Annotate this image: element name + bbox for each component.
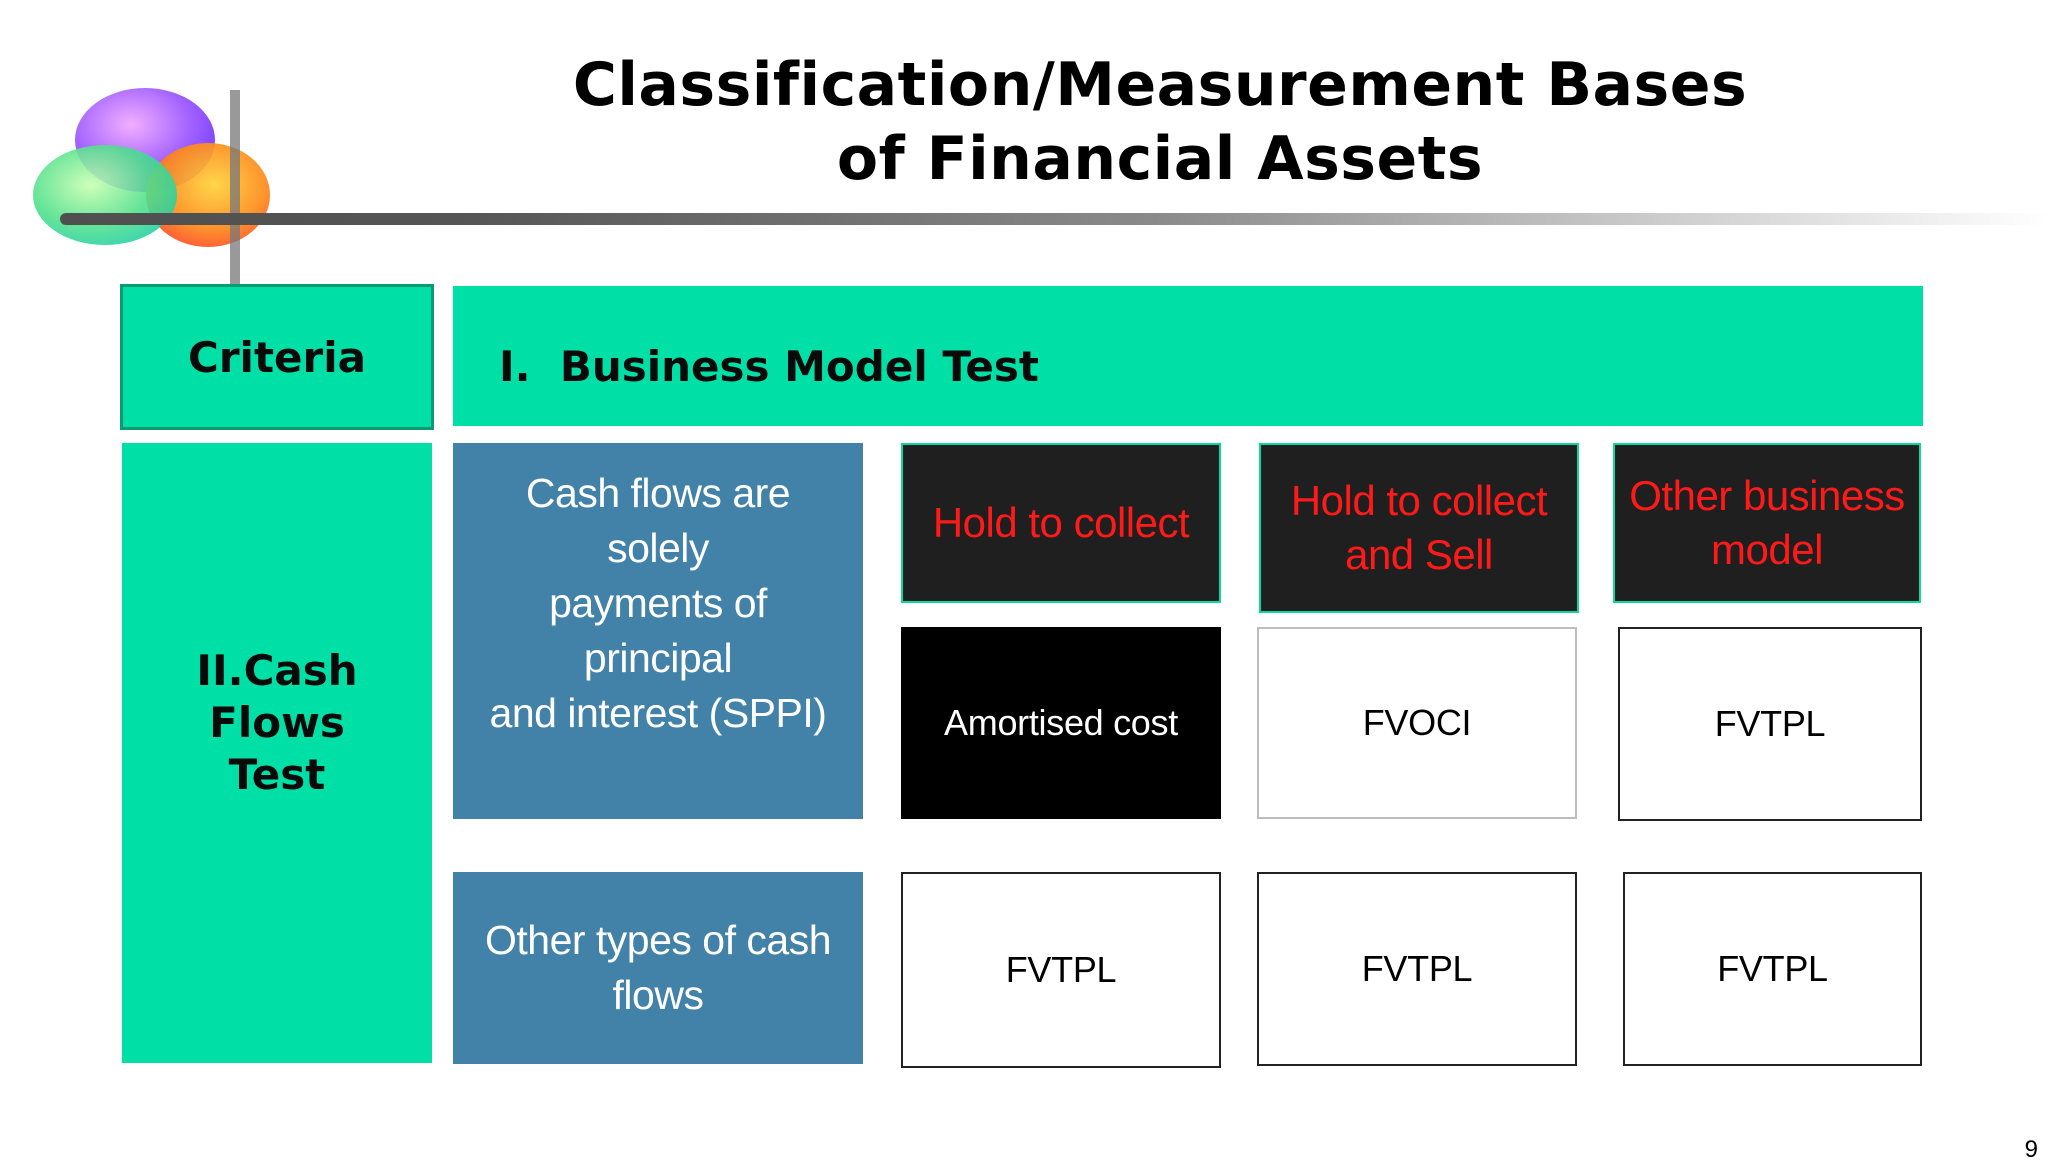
result-sppi-other-business-model: FVTPL [1618,627,1922,821]
business-model-hold-to-collect-line-1: Hold to collect [932,499,1190,546]
result-label: FVTPL [1005,949,1117,990]
result-label: FVTPL [1714,703,1826,744]
result-sppi-hold-to-collect: Amortised cost [901,627,1221,819]
criteria-label: Criteria [188,332,366,382]
page-title-line-2: of Financial Assets [836,124,1484,194]
business-model-test-header: I. Business Model Test [453,286,1923,426]
cash-flow-row-sppi-line-1: Cash flows are solely [525,469,791,571]
business-model-other-line-2: model [1711,526,1823,573]
result-other-cash-flows-hold-to-collect: FVTPL [901,872,1221,1068]
business-model-other: Other business model [1613,443,1921,603]
business-model-hold-to-collect-and-sell: Hold to collect and Sell [1259,443,1579,613]
result-label: Amortised cost [944,702,1178,743]
business-model-hold-and-sell-line-1: Hold to collect [1290,477,1548,524]
cash-flows-test-line-3: Test [228,750,326,799]
cash-flows-test-header: II.Cash Flows Test [122,443,432,1063]
cash-flows-test-line-1: II.Cash [196,646,358,695]
business-model-hold-and-sell-line-2: and Sell [1345,531,1493,578]
result-label: FVOCI [1362,702,1472,743]
cash-flow-row-sppi-line-3: and interest (SPPI) [489,689,827,736]
business-model-hold-to-collect: Hold to collect [901,443,1221,603]
business-model-test-label: I. Business Model Test [499,341,1039,391]
cash-flows-test-line-2: Flows [209,698,345,747]
cash-flow-row-sppi: Cash flows are solely payments of princi… [453,443,863,819]
cash-flow-row-other-line-1: Other types of cash [484,917,832,963]
result-other-cash-flows-other-business-model: FVTPL [1623,872,1922,1066]
logo-graphic [33,88,270,290]
cash-flow-row-other: Other types of cash flows [453,872,863,1064]
cash-flow-row-sppi-line-2: payments of principal [549,579,767,681]
page-title-line-1: Classification/Measurement Bases [572,50,1748,120]
result-other-cash-flows-hold-to-collect-and-sell: FVTPL [1257,872,1577,1066]
result-label: FVTPL [1717,948,1828,989]
business-model-other-line-1: Other business [1629,472,1905,519]
title-divider [60,213,2048,225]
result-sppi-hold-to-collect-and-sell: FVOCI [1257,627,1577,819]
logo [30,80,300,290]
criteria-header: Criteria [120,284,434,430]
page-title: Classification/Measurement Bases of Fina… [560,48,1760,196]
result-label: FVTPL [1361,948,1473,989]
page-number: 9 [2024,1136,2038,1163]
cash-flow-row-other-line-2: flows [612,972,704,1018]
